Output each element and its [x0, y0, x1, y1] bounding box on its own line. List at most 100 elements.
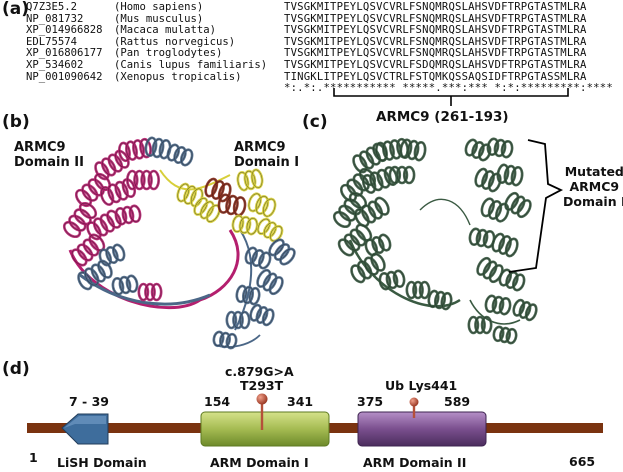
- helix-ribbon: [512, 298, 538, 322]
- species-name: (Canis lupus familiaris): [114, 58, 268, 71]
- helix-ribbon: [474, 167, 502, 193]
- helix-ribbon: [231, 214, 259, 236]
- arm-domain-2-shape: [357, 411, 487, 447]
- helix-ribbon: [176, 182, 204, 208]
- coil-loop: [419, 198, 471, 226]
- helix-ribbon: [492, 325, 518, 345]
- helix-ribbon: [350, 252, 386, 284]
- helix-ribbon: [111, 274, 139, 296]
- accession-id: EDL75574: [26, 35, 78, 48]
- helix-ribbon: [86, 209, 122, 241]
- accession-id: XP_534602: [26, 58, 84, 71]
- species-name: (Rattus norvegicus): [114, 35, 236, 48]
- accession-id: Q7Z3E5.2: [26, 1, 78, 13]
- helix-ribbon: [378, 269, 406, 291]
- sequence-text: TVSGKMITPEYLQSVCVRLFSNQMRQSLAHSVDFTRPGTA…: [284, 1, 587, 13]
- sequence-text: TVSGKMITPEYLQSVCVRLFSNQMRQSLAHSVDFTRPGTA…: [284, 12, 587, 25]
- alignment-row: EDL75574 (Rattus norvegicus) TVSGKMITPEYLQ…: [26, 35, 613, 49]
- protein-start-label: 1: [29, 450, 38, 465]
- ubiquitin-pin-icon: [409, 397, 419, 418]
- arm1-end-label: 341: [287, 394, 314, 409]
- sequence-text: TVSGKMITPEYLQSVCVRLFSNQMRQSLAHSVDFTRPGTA…: [284, 47, 587, 60]
- arm2-start-label: 375: [357, 394, 384, 409]
- helix-ribbon: [484, 294, 512, 316]
- helix-ribbon: [405, 280, 431, 300]
- species-name: (Macaca mulatta): [114, 24, 217, 37]
- helix-ribbon: [354, 196, 390, 228]
- alignment-row: NP_081732 (Mus musculus) TVSGKMITPEYLQSVCV…: [26, 12, 613, 26]
- helix-ribbon: [114, 204, 142, 226]
- arm2-end-label: 589: [444, 394, 471, 409]
- helix-ribbon: [491, 232, 519, 258]
- helix-ribbon: [498, 268, 526, 292]
- domain2-label: ARMC9 Domain II: [14, 140, 84, 170]
- helix-ribbon: [144, 136, 172, 160]
- accession-id: NP_081732: [26, 12, 84, 25]
- helix-ribbon: [249, 303, 275, 327]
- helix-ribbon: [244, 246, 272, 270]
- helix-ribbon: [217, 193, 247, 217]
- helix-ribbon: [137, 282, 163, 302]
- helix-ribbon: [118, 137, 152, 163]
- protein-end-label: 665: [569, 454, 596, 469]
- helix-ribbon: [204, 177, 232, 203]
- structure-wildtype: [62, 136, 296, 350]
- mutation-label-line2: T293T: [240, 378, 284, 393]
- lish-domain-name: LiSH Domain: [57, 455, 147, 470]
- alignment-region-label: ARMC9 (261-193): [376, 109, 509, 125]
- coil-loop: [159, 169, 231, 191]
- helix-ribbon: [332, 191, 368, 229]
- helix-ribbon: [496, 163, 524, 187]
- helix-ribbon: [256, 217, 284, 243]
- helix-ribbon: [468, 227, 496, 249]
- helix-ribbon: [427, 289, 453, 311]
- accession-id: XP_016806177: [26, 47, 103, 60]
- helix-ribbon: [225, 310, 251, 330]
- helix-ribbon: [236, 168, 264, 192]
- alignment-row: XP_016806177 (Pan troglodytes) TVSGKMITPEY…: [26, 48, 613, 60]
- panel-label-d: (d): [2, 359, 30, 379]
- arm-domain-1-shape: [200, 411, 330, 447]
- panel-label-a: (a): [2, 0, 30, 19]
- accession-id: XP_014966828: [26, 24, 103, 37]
- sequence-text: TVSGKMITPEYLQSVCVRLFSNQMRQSLAHSVDFTRPGTA…: [284, 35, 587, 48]
- helix-ribbon: [268, 238, 296, 266]
- mutated-domain-bracket: [508, 139, 564, 273]
- panel-label-b: (b): [2, 112, 30, 132]
- structure-mutated: [332, 137, 538, 345]
- arm1-domain-name: ARM Domain I: [210, 455, 309, 470]
- accession-id: NP_001090642: [26, 70, 103, 83]
- helix-ribbon: [388, 165, 416, 185]
- domain1-label: ARMC9 Domain I: [234, 140, 300, 170]
- alignment-row: NP_001090642 (Xenopus tropicalis) TINGKLIT…: [26, 70, 613, 84]
- lish-domain-shape: [61, 413, 109, 445]
- helix-ribbon: [256, 268, 284, 296]
- species-name: (Pan troglodytes): [114, 47, 223, 60]
- helix-ribbon: [212, 330, 238, 350]
- species-name: (Mus musculus): [114, 12, 204, 25]
- ubiquitin-label: Ub Lys441: [385, 378, 458, 393]
- mutation-pin-icon: [256, 393, 268, 430]
- helix-ribbon: [352, 142, 388, 174]
- panel-label-c: (c): [302, 112, 328, 132]
- sequence-text: TINGKLITPEYLQSVCTRLFSTQMKQSSAQSIDFTRPGTA…: [284, 70, 587, 83]
- species-name: (Xenopus tropicalis): [114, 70, 242, 83]
- helix-ribbon: [247, 192, 277, 218]
- helix-ribbon: [504, 191, 532, 219]
- sequence-text: TVSGKMITPEYLQSVCVRLFSNQMRQSLAHSVDFTRPGTA…: [284, 24, 587, 37]
- helix-ribbon: [77, 259, 113, 291]
- helix-ribbon: [486, 137, 514, 159]
- helix-ribbon: [399, 138, 427, 162]
- coil-loop: [348, 239, 461, 308]
- alignment-row: XP_014966828 (Macaca mulatta) TVSGKMITPEYL…: [26, 25, 613, 37]
- arm1-start-label: 154: [204, 394, 231, 409]
- alignment-row: XP_534602 (Canis lupus familiaris) TVSGKMI…: [26, 58, 613, 72]
- mutation-label-line1: c.879G>A: [225, 364, 294, 379]
- arm2-domain-name: ARM Domain II: [363, 455, 467, 470]
- helix-ribbon: [467, 315, 493, 335]
- mutated-domain-label: Mutated ARMC9 Domain I: [563, 164, 623, 209]
- helix-ribbon: [166, 143, 194, 167]
- sequence-text: TVSGKMITPEYLQSVCVRLFSDQMRQSLAHSVDFTRPGTA…: [284, 58, 587, 71]
